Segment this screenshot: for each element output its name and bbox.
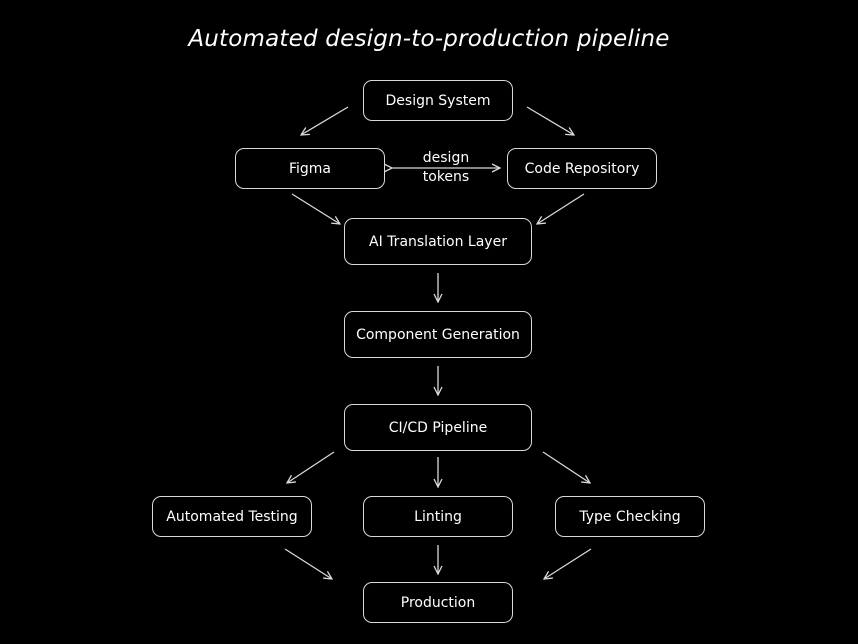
node-type-checking[interactable]: Type Checking <box>555 496 705 537</box>
node-ci-cd-pipeline[interactable]: CI/CD Pipeline <box>344 404 532 451</box>
edge-code-repository-to-ai-translation <box>537 193 585 224</box>
edge-label-design-tokens-line2: tokens <box>422 169 470 185</box>
node-ai-translation-layer[interactable]: AI Translation Layer <box>344 218 532 265</box>
node-automated-testing[interactable]: Automated Testing <box>152 496 312 537</box>
edge-design-system-to-figma <box>301 106 349 135</box>
node-production[interactable]: Production <box>363 582 513 623</box>
edge-ci-cd-to-type-checking <box>542 451 590 483</box>
node-design-system[interactable]: Design System <box>363 80 513 121</box>
diagram-title: Automated design-to-production pipeline <box>188 26 670 52</box>
node-code-repository[interactable]: Code Repository <box>507 148 657 189</box>
edge-type-checking-to-production <box>544 548 592 579</box>
edge-label-design-tokens-line1: design <box>422 150 470 166</box>
edge-ci-cd-to-automated-testing <box>287 451 335 483</box>
node-linting[interactable]: Linting <box>363 496 513 537</box>
edge-design-system-to-code-repository <box>526 106 574 135</box>
edge-label-design-tokens: design tokens <box>396 149 496 187</box>
node-figma[interactable]: Figma <box>235 148 385 189</box>
edge-figma-to-ai-translation <box>291 193 340 224</box>
node-component-generation[interactable]: Component Generation <box>344 311 532 358</box>
edge-automated-testing-to-production <box>284 548 332 579</box>
